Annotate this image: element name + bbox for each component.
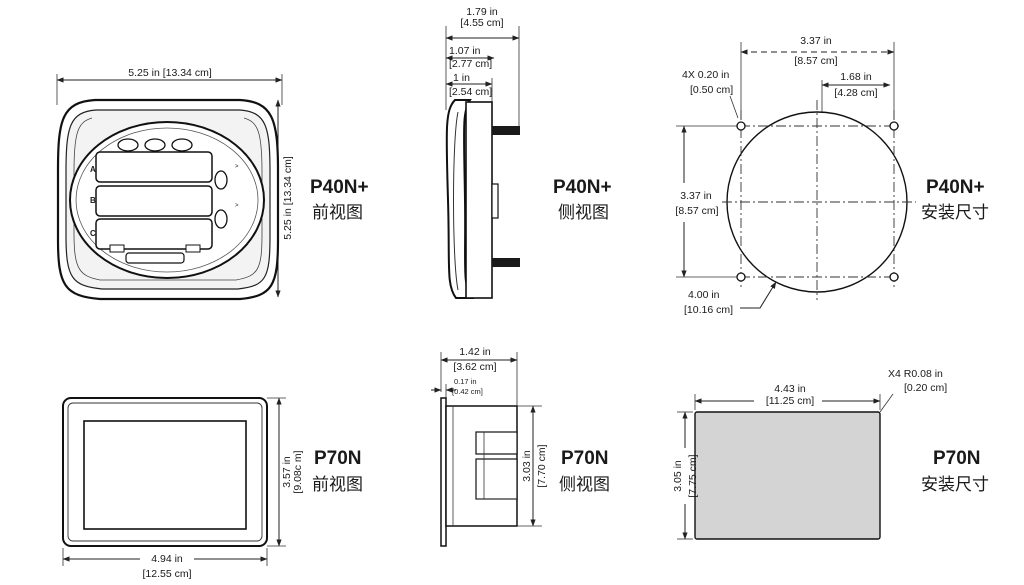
p70-side-view: 1.42 in [3.62 cm] 0.17 in [0.42 cm] 3.03… xyxy=(431,345,610,547)
p70-side-height-cm: [7.70 cm] xyxy=(536,444,548,487)
p40-side-small-in: 1 in xyxy=(453,72,470,84)
p70-screen xyxy=(83,420,247,530)
p40-cutout-hole-in: 4X 0.20 in xyxy=(682,69,729,81)
p70-side-model: P70N xyxy=(561,448,609,469)
p40-cutout-dia-cm: [10.16 cm] xyxy=(684,304,733,316)
p40-front-view-title: 前视图 xyxy=(312,203,363,223)
p70-cutout-view: X4 R0.08 in [0.20 cm] 4.43 in [11.25 cm]… xyxy=(672,368,989,540)
p40-side-mid-in: 1.07 in xyxy=(449,45,481,57)
p70-cutout-panel xyxy=(694,411,881,540)
p40-front-view: 5.25 in [13.34 cm] 5.25 in [13.34 cm] A … xyxy=(56,67,369,301)
p40-side-depth-cm: [4.55 cm] xyxy=(460,17,503,29)
p40-phase-c: C xyxy=(90,229,96,238)
svg-text:>: > xyxy=(235,203,239,209)
p40-side-view: 1.79 in [4.55 cm] 1.07 in [2.77 cm] 1 in… xyxy=(445,6,612,299)
p70-front-view: 3.57 in [9.08c m] 4.94 in [12.55 cm] P70… xyxy=(62,397,363,580)
p70-cutout-radius-cm: [0.20 cm] xyxy=(904,382,947,394)
p70-cutout-height-in: 3.05 in xyxy=(672,460,684,492)
p70-cutout-model: P70N xyxy=(933,448,981,469)
p70-side-depth-cm: [3.62 cm] xyxy=(453,361,496,373)
p40-cutout-hole-cm: [0.50 cm] xyxy=(690,84,733,96)
p40-cutout-top-cm: [8.57 cm] xyxy=(794,55,837,67)
p70-side-depth-in: 1.42 in xyxy=(459,346,491,358)
p40-phase-a: A xyxy=(90,165,96,174)
p70-side-thin-cm: [0.42 cm] xyxy=(452,387,483,396)
p40-mount-holes xyxy=(736,121,899,282)
p70-cutout-view-title: 安装尺寸 xyxy=(921,475,989,495)
p40-phase-b: B xyxy=(90,196,96,205)
p40-cutout-left-cm: [8.57 cm] xyxy=(675,205,718,217)
p70-cutout-width-cm: [11.25 cm] xyxy=(766,395,814,407)
p70-front-model: P70N xyxy=(314,448,362,469)
p70-cutout-radius-in: X4 R0.08 in xyxy=(888,368,943,380)
p70-front-view-title: 前视图 xyxy=(312,475,363,495)
p70-cutout-width-in: 4.43 in xyxy=(774,383,806,395)
p40-side-mid-cm: [2.77 cm] xyxy=(449,58,492,70)
p70-side-thin-in: 0.17 in xyxy=(454,377,477,386)
p40-side-view-title: 侧视图 xyxy=(558,203,609,223)
p70-cutout-height-cm: [7.75 cm] xyxy=(687,454,699,497)
p40-side-model: P40N+ xyxy=(553,177,612,198)
p40-front-width-label: 5.25 in [13.34 cm] xyxy=(128,67,212,79)
p70-front-height-in: 3.57 in xyxy=(281,456,293,488)
p70-front-width-in: 4.94 in xyxy=(151,553,183,565)
p40-cutout-half-in: 1.68 in xyxy=(840,71,872,83)
p70-front-height-cm: [9.08c m] xyxy=(292,450,304,493)
p70-side-view-title: 侧视图 xyxy=(559,475,610,495)
p40-cutout-half-cm: [4.28 cm] xyxy=(834,87,877,99)
p40-side-small-cm: [2.54 cm] xyxy=(449,86,492,98)
p40-front-model: P40N+ xyxy=(310,177,369,198)
p40-cutout-top-in: 3.37 in xyxy=(800,35,832,47)
p40-front-height-label: 5.25 in [13.34 cm] xyxy=(282,156,294,240)
p40-cutout-view: 3.37 in [8.57 cm] 4X 0.20 in [0.50 cm] 1… xyxy=(675,35,989,316)
p40-cutout-view-title: 安装尺寸 xyxy=(921,203,989,223)
p70-front-width-cm: [12.55 cm] xyxy=(142,568,191,580)
p40-cutout-model: P40N+ xyxy=(926,177,985,198)
svg-text:>: > xyxy=(235,164,239,170)
p70-side-height-in: 3.03 in xyxy=(521,450,533,482)
p40-cutout-left-in: 3.37 in xyxy=(680,190,712,202)
p40-cutout-dia-in: 4.00 in xyxy=(688,289,720,301)
p40-side-depth-in: 1.79 in xyxy=(466,6,498,18)
